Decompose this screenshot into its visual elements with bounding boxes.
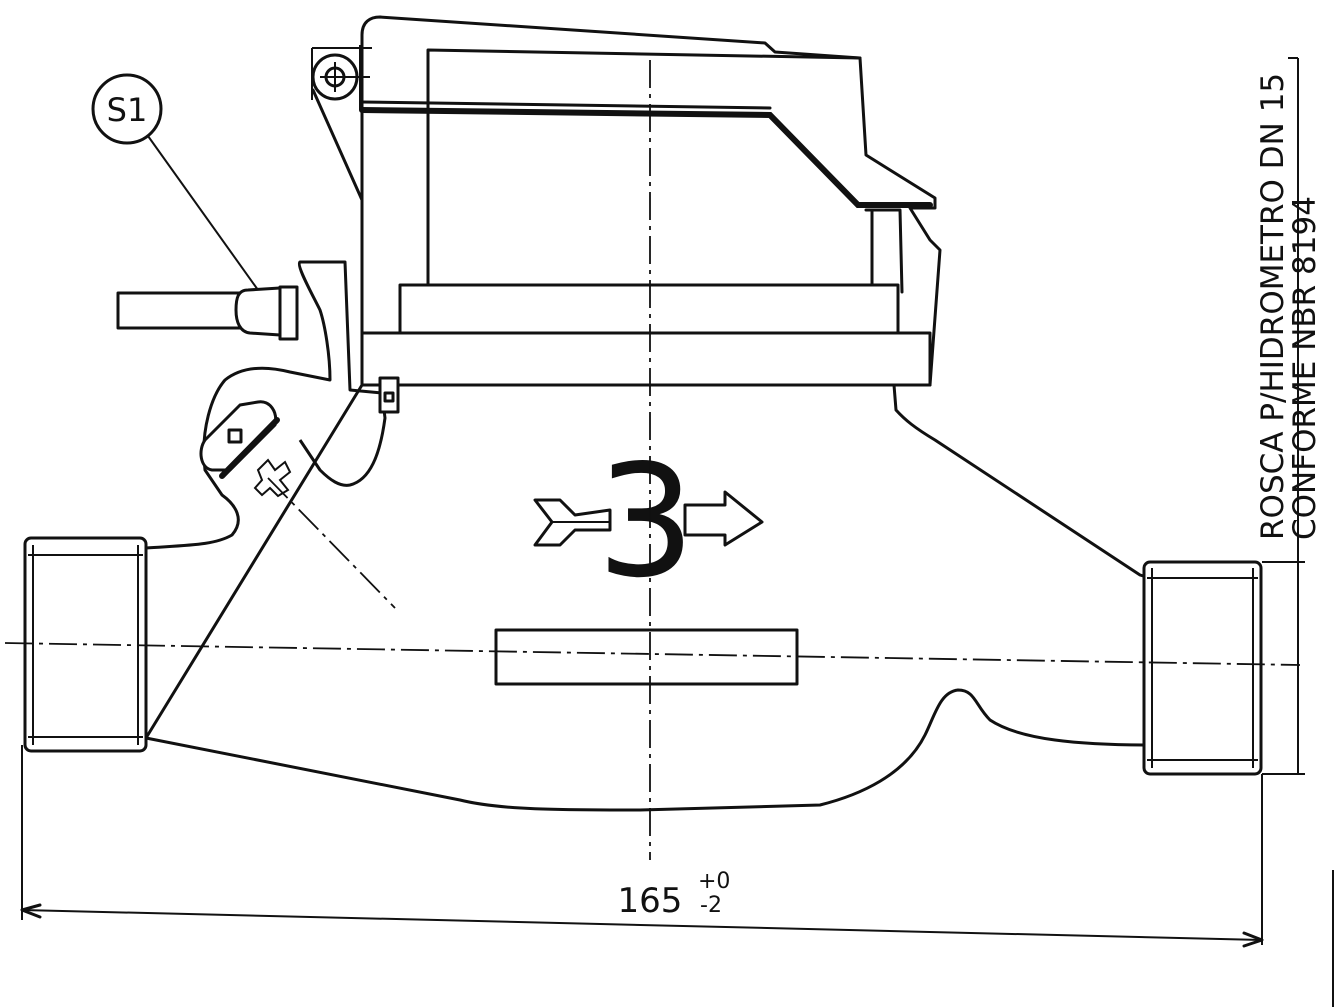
nameplate-slot — [494, 628, 799, 686]
right-thread-connection — [1142, 560, 1263, 776]
thread-note-line-1: ROSCA P/HIDROMETRO DN 15 — [1255, 73, 1291, 540]
seal-axis-line — [267, 477, 396, 609]
balloon-s1: S1 — [91, 73, 259, 291]
lid-hinge — [311, 45, 372, 110]
thread-dimension-lines — [1262, 57, 1305, 775]
horizontal-centerline — [4, 642, 1301, 666]
overall-length-dimension — [20, 745, 1264, 948]
seal-assembly — [116, 285, 400, 498]
tolerance-lower: -2 — [700, 893, 722, 918]
overall-length-value: 165 — [618, 881, 683, 921]
flow-direction-arrows — [533, 490, 764, 547]
thread-note-line-2: CONFORME NBR 8194 — [1287, 196, 1323, 540]
balloon-s1-label: S1 — [107, 91, 148, 129]
register-housing — [311, 15, 942, 387]
tolerance-upper: +0 — [698, 869, 730, 894]
flow-class-mark: 3 — [597, 431, 696, 612]
